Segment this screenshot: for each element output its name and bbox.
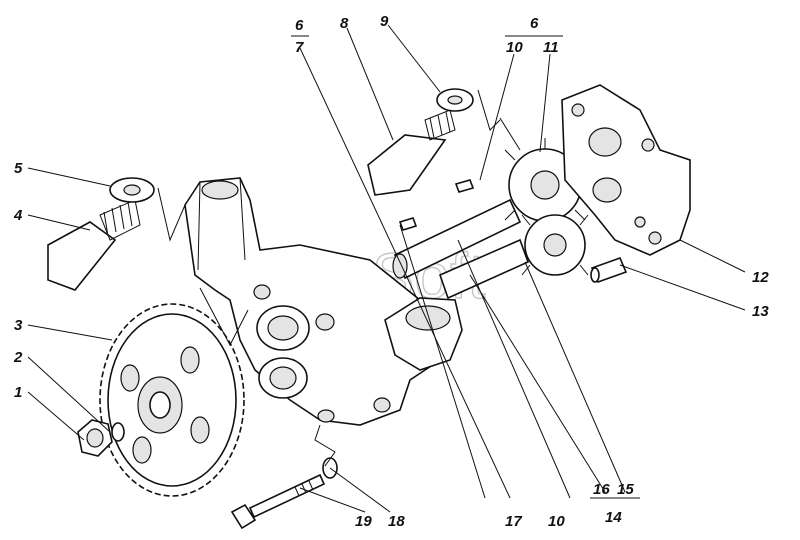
assembly-lines — [157, 89, 521, 467]
part-labels: 5 4 3 2 1 6 7 8 9 6 10 11 12 13 19 18 17… — [13, 13, 769, 530]
label-17: 17 — [505, 513, 522, 530]
label-8: 8 — [340, 15, 349, 32]
label-16: 16 — [593, 481, 610, 498]
label-2: 2 — [13, 349, 23, 366]
label-4: 4 — [13, 207, 23, 224]
label-3: 3 — [14, 317, 23, 334]
keys — [398, 179, 475, 231]
label-10-top: 10 — [506, 39, 523, 56]
label-7: 7 — [295, 39, 304, 56]
label-9: 9 — [380, 13, 389, 30]
nut-and-washer — [77, 419, 125, 457]
label-14: 14 — [605, 509, 622, 526]
drive-shaft — [392, 198, 522, 280]
label-15: 15 — [617, 481, 634, 498]
valve-right — [367, 88, 474, 196]
label-19: 19 — [355, 513, 372, 530]
label-12: 12 — [752, 269, 769, 286]
pump-gear-lower — [521, 214, 589, 276]
label-18: 18 — [388, 513, 405, 530]
label-10-bottom: 10 — [548, 513, 565, 530]
label-6-top-right: 6 — [530, 15, 539, 32]
dowel-pin — [590, 256, 628, 284]
label-11: 11 — [543, 39, 559, 56]
label-5: 5 — [14, 160, 23, 177]
pump-body — [184, 177, 463, 426]
pump-cover — [561, 84, 691, 256]
drive-gear — [99, 303, 245, 497]
bolt-and-washer — [230, 457, 338, 530]
valve-left — [47, 177, 155, 291]
label-13: 13 — [752, 303, 769, 320]
leader-lines — [27, 24, 746, 513]
label-1: 1 — [14, 384, 22, 401]
label-6-top-left: 6 — [295, 17, 304, 34]
driven-shaft — [439, 238, 530, 300]
